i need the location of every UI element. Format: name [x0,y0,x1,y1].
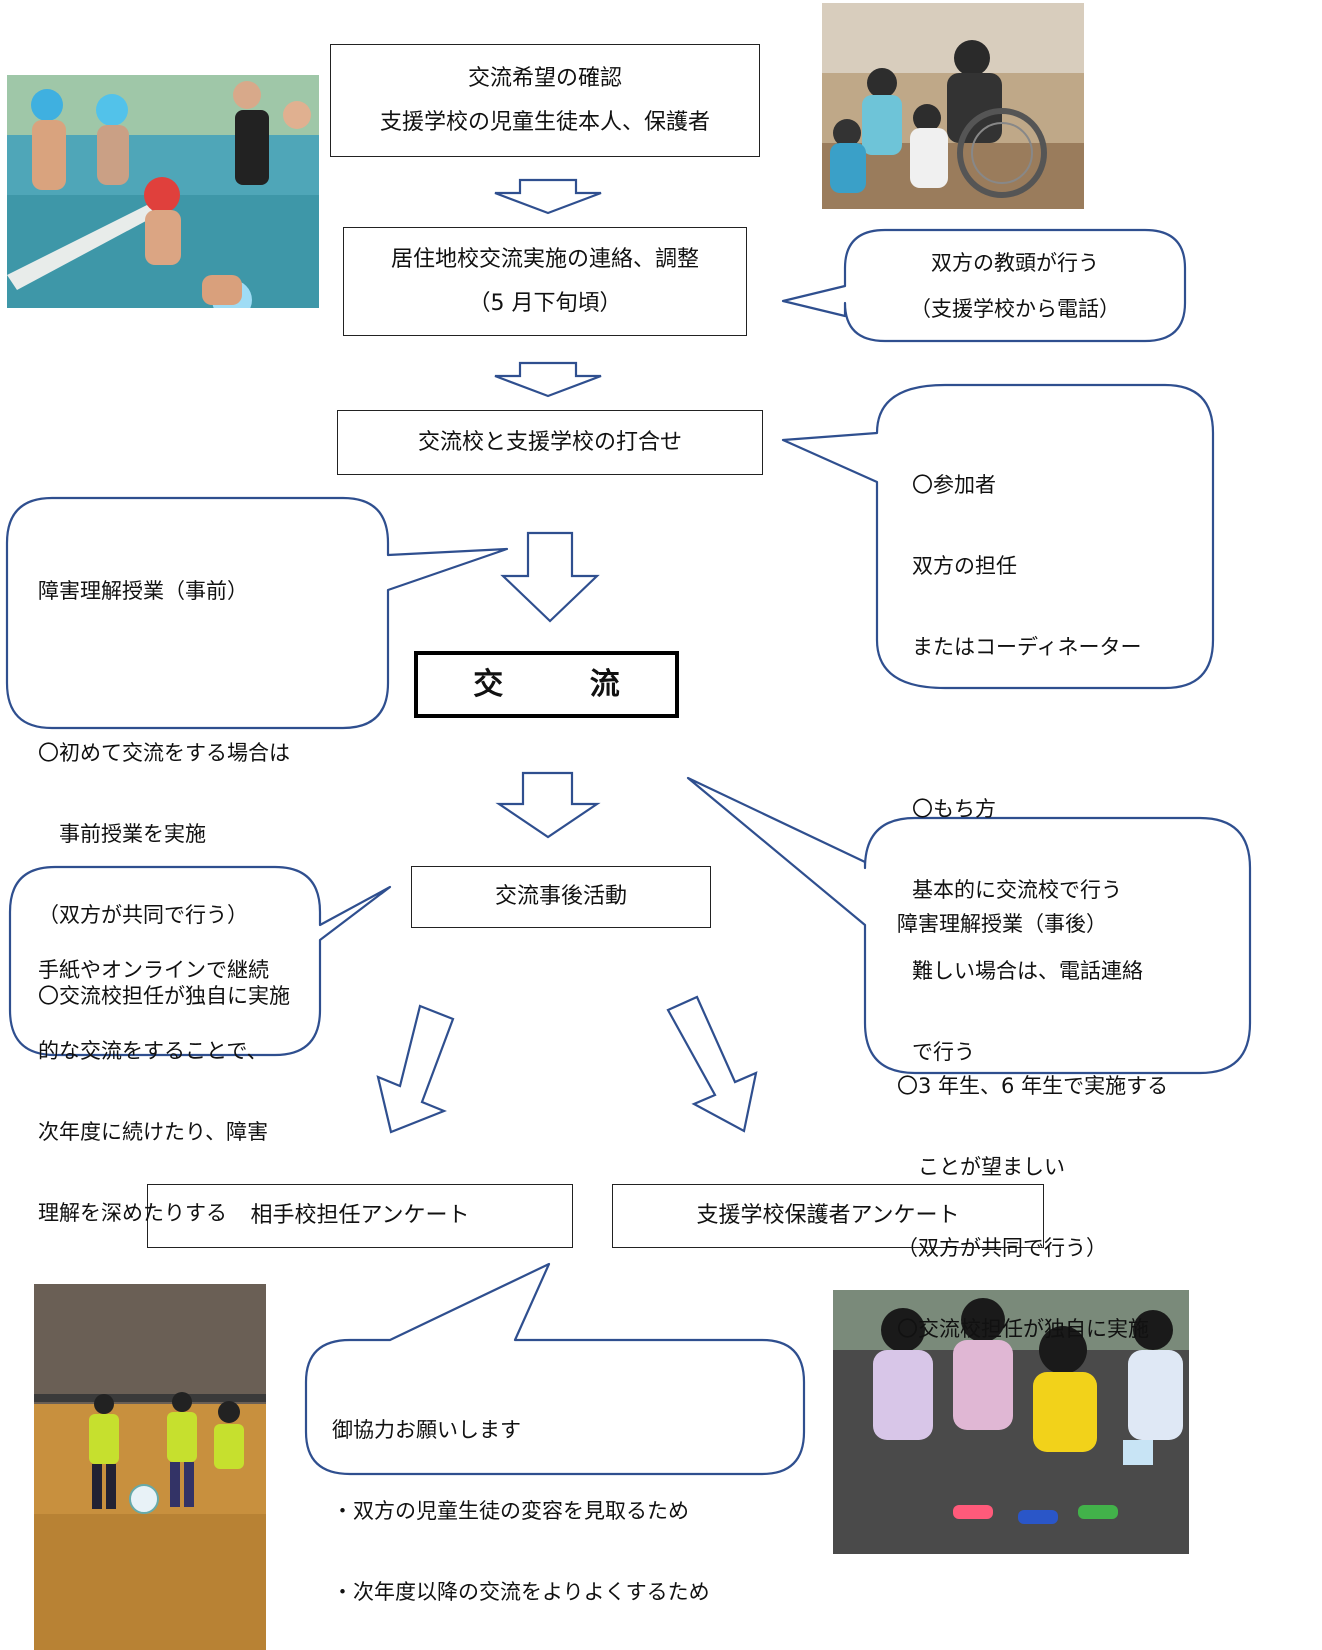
callout-line: 難しい場合は、電話連絡 [912,959,1143,983]
callout-line: 手紙やオンラインで継続 [38,958,269,982]
arrow-down-right [666,995,758,1133]
arrow-down-3 [500,531,600,623]
callout-pre-lesson: 障害理解授業（事前） 〇初めて交流をする場合は 事前授業を実施 （双方が共同で行… [38,524,290,1037]
callout-vice-principals-shape [781,228,1187,343]
step-contact-adjust-line2: （5 月下旬頃） [468,290,622,316]
request-callout-apex-above-shape [304,1262,806,1476]
callout-meeting-details: 〇参加者 双方の担任 またはコーディネーター 〇もち方 基本的に交流校で行う 難… [912,418,1143,1093]
step-meeting: 交流校と支援学校の打合せ [337,410,763,475]
callout-line: 〇3 年生、6 年生で実施する [897,1074,1169,1098]
arrow-down-4 [495,771,601,839]
callout-line: 〇交流校担任が独自に実施 [897,1317,1149,1341]
gym-photo [34,1284,266,1650]
callout-line: 御協力お願いします [332,1418,521,1442]
callout-line: （双方が共同で行う） [897,1236,1107,1260]
callout-continuation: 手紙やオンラインで継続 的な交流をすることで、 次年度に続けたり、障害 理解を深… [38,903,269,1254]
survey-partner-teacher: 相手校担任アンケート [147,1184,573,1248]
outdoor-photo [833,1290,1189,1554]
wheelchair-photo [822,3,1084,209]
callout-line: またはコーディネーター [912,635,1142,659]
callout-line: 障害理解授業（事前） [38,579,248,603]
callout-line: 〇もち方 [912,797,996,821]
step-confirm-wishes-line1: 交流希望の確認 [467,65,622,91]
step-post-activity: 交流事後活動 [411,866,711,928]
step-contact-adjust: 居住地校交流実施の連絡、調整 （5 月下旬頃） [343,227,747,336]
callout-vice-principals-line1: 双方の教頭が行う [931,251,1099,275]
arrow-down-1 [494,178,602,215]
step-exchange-label: 交 流 [473,666,658,702]
callout-line: ことが望ましい [897,1155,1065,1179]
callout-line [897,992,1168,1019]
callout-post-lesson: 障害理解授業（事後） 〇3 年生、6 年生で実施する ことが望ましい （双方が共… [897,857,1168,1370]
step-post-activity-label: 交流事後活動 [494,884,627,909]
pool-photo [7,75,319,308]
step-confirm-wishes-line2: 支援学校の児童生徒本人、保護者 [379,109,710,135]
callout-line: 基本的に交流校で行う [912,878,1122,902]
callout-line: ・双方の児童生徒の変容を見取るため [332,1499,689,1523]
step-meeting-label: 交流校と支援学校の打合せ [417,429,682,455]
survey-partner-teacher-label: 相手校担任アンケート [250,1203,470,1228]
callout-line: 〇初めて交流をする場合は [38,741,290,765]
callout-line: で行う [912,1040,975,1064]
step-confirm-wishes: 交流希望の確認 支援学校の児童生徒本人、保護者 [330,44,760,157]
arrow-down-left [376,1004,455,1134]
callout-vice-principals-line2: （支援学校から電話） [910,297,1120,321]
callout-line [912,715,1143,742]
step-exchange: 交 流 [414,651,679,718]
callout-continuation-shape [8,865,392,1057]
step-contact-adjust-line1: 居住地校交流実施の連絡、調整 [390,246,699,272]
callout-line: 理解を深めたりする [38,1201,227,1225]
survey-support-parents: 支援学校保護者アンケート [612,1184,1044,1248]
callout-line: 的な交流をすることで、 [38,1039,268,1063]
callout-post-lesson-shape [686,776,1252,1075]
callout-line [38,659,290,686]
callout-line: 障害理解授業（事後） [897,912,1107,936]
callout-line: 〇交流校担任が独自に実施 [38,984,290,1008]
callout-line: 次年度に続けたり、障害 [38,1120,269,1144]
survey-support-parents-label: 支援学校保護者アンケート [696,1203,960,1228]
callout-request: 御協力お願いします ・双方の児童生徒の変容を見取るため ・次年度以降の交流をより… [332,1363,710,1633]
callout-pre-lesson-shape [5,496,509,730]
callout-line: ・次年度以降の交流をよりよくするため [332,1580,710,1604]
callout-line: 〇参加者 [912,473,996,497]
callout-vice-principals: 双方の教頭が行う （支援学校から電話） [845,240,1185,332]
callout-line: 事前授業を実施 [38,822,206,846]
callout-line: （双方が共同で行う） [38,903,248,927]
callout-line: 双方の担任 [912,554,1017,578]
callout-meeting-details-shape [781,383,1215,690]
arrow-down-2 [494,361,602,398]
